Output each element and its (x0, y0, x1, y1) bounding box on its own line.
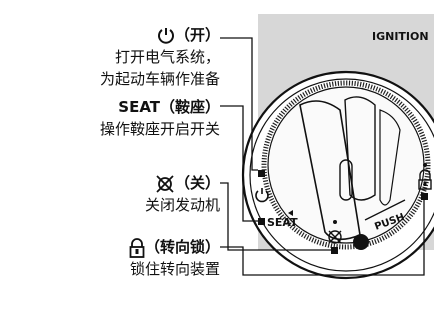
lock-dot (423, 163, 427, 167)
legend-on-title-text: （开） (174, 26, 220, 44)
seat-marker (258, 218, 265, 225)
legend-seat: SEAT（鞍座） 操作鞍座开启开关 (100, 96, 220, 140)
legend-seat-desc: 操作鞍座开启开关 (99, 120, 220, 138)
legend-off: （关） 关闭发动机 (145, 172, 220, 216)
seat-text: SEAT (267, 216, 298, 229)
on-marker (258, 170, 265, 177)
legend-off-title: （关） (145, 172, 220, 194)
legend-off-title-text: （关） (174, 174, 220, 192)
leader-line-on (220, 37, 258, 171)
legend-off-desc: 关闭发动机 (144, 196, 220, 214)
key-slot-right (379, 109, 401, 206)
dial-lock-icon (418, 169, 432, 190)
legend-lock-desc: 锁住转向装置 (129, 260, 220, 278)
lock-marker (421, 193, 428, 200)
push-arc (364, 199, 406, 221)
lock-icon (129, 237, 145, 258)
switch-bezel-inner (249, 78, 434, 272)
dial-position-dot (353, 234, 369, 250)
legend-lock-title-text: （转向锁） (144, 238, 220, 256)
legend-on-desc-1: 打开电气系统， (114, 48, 220, 66)
key-slot-center (344, 96, 376, 201)
off-marker (331, 247, 338, 254)
ignition-text: IGNITION (372, 30, 429, 43)
legend-lock: （转向锁） 锁住转向装置 (129, 236, 220, 280)
seat-arrow (288, 210, 293, 216)
legend-on-title: （开） (100, 24, 220, 46)
leader-line-seat (220, 105, 258, 222)
leader-line-off (220, 182, 331, 251)
knurled-ring (261, 80, 431, 250)
leader-line-lock (220, 200, 425, 276)
legend-lock-title: （转向锁） (129, 236, 220, 258)
off-crossed-icon (156, 174, 174, 193)
key-slot-keyway (339, 159, 353, 201)
legend-on-desc-2: 为起动车辆作准备 (99, 70, 220, 88)
legend-seat-title: SEAT（鞍座） (118, 98, 220, 116)
power-icon (158, 27, 174, 44)
dial-power-icon (255, 188, 269, 203)
off-dot (333, 220, 337, 224)
legend-on: （开） 打开电气系统， 为起动车辆作准备 (100, 24, 220, 90)
dial-off-icon (328, 230, 342, 244)
